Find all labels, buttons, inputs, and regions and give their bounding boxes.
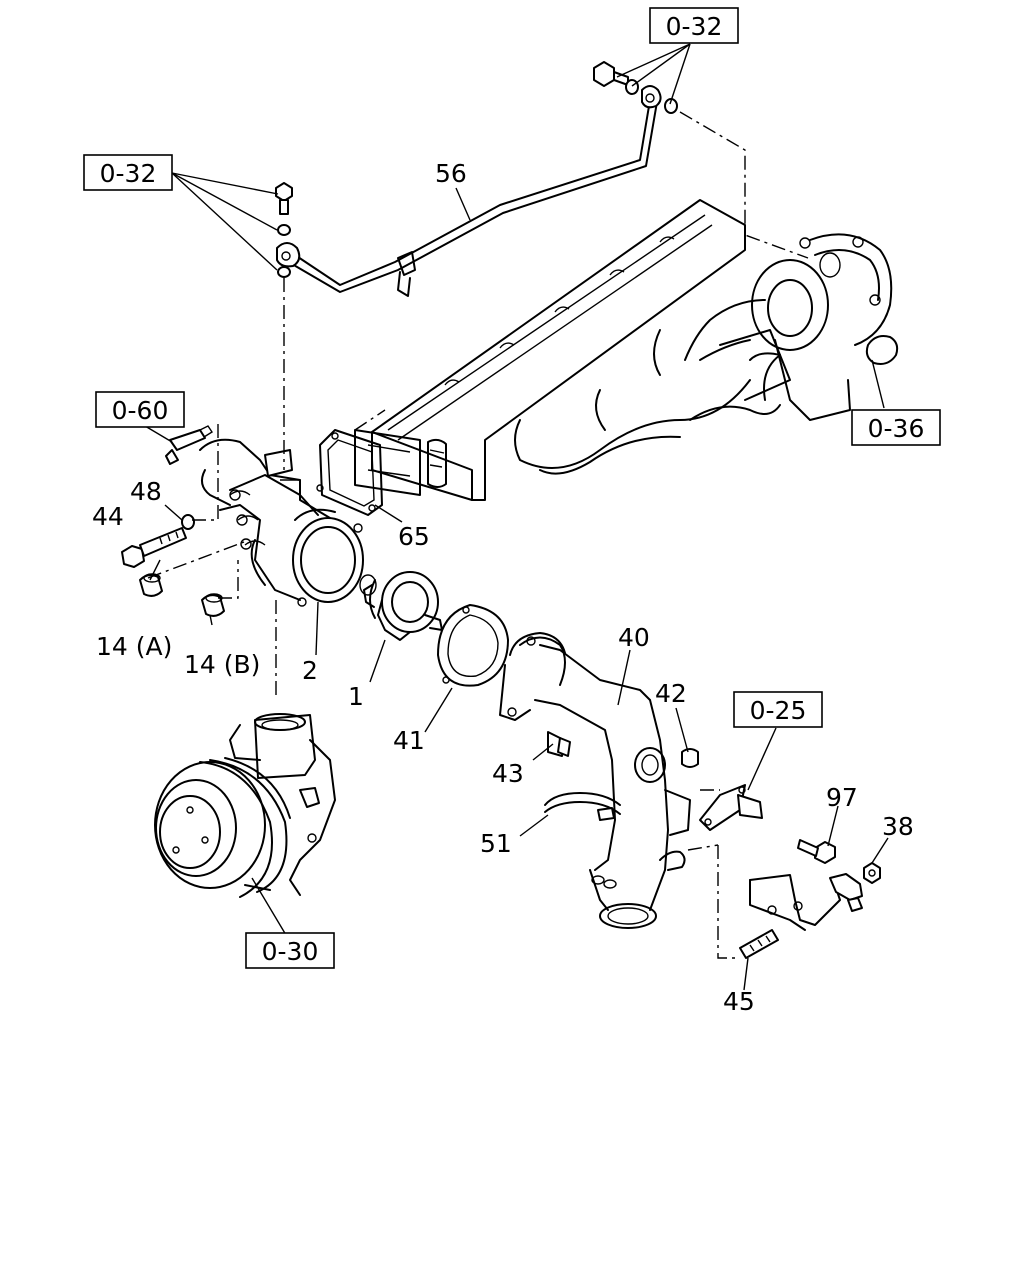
callout-labels: 56 65 48 44 14 (A) 14 (B) 2 1 41 40 42 4…	[92, 159, 914, 1016]
callout-2: 2	[302, 656, 318, 685]
callout-56: 56	[435, 159, 467, 188]
callout-65: 65	[398, 522, 430, 551]
callout-42: 42	[655, 679, 687, 708]
callout-14b: 14 (B)	[184, 650, 260, 679]
callout-51: 51	[480, 829, 512, 858]
ref-box-0-25[interactable]: 0-25	[733, 691, 823, 728]
callout-48: 48	[130, 477, 162, 506]
callout-43: 43	[492, 759, 524, 788]
callout-40: 40	[618, 623, 650, 652]
leader-lines	[139, 43, 889, 991]
bracket-drawing	[739, 839, 881, 959]
water-pipe-40-drawing	[499, 632, 763, 929]
ref-box-0-30[interactable]: 0-30	[245, 932, 335, 969]
gasket-41-drawing	[437, 604, 509, 687]
ref-0-32-top-label: 0-32	[666, 12, 723, 41]
reference-boxes: 0-32 0-32 0-60 0-36 0-25 0-30	[83, 7, 941, 969]
callout-44: 44	[92, 502, 124, 531]
callout-38: 38	[882, 812, 914, 841]
thermostat-housing-drawing	[121, 425, 383, 617]
ref-0-60-label: 0-60	[112, 396, 169, 425]
ref-0-36-label: 0-36	[868, 414, 925, 443]
ref-box-0-32-top[interactable]: 0-32	[649, 7, 739, 44]
assembly-lines	[147, 111, 809, 959]
water-pump-drawing	[154, 713, 336, 898]
ref-0-25-label: 0-25	[750, 696, 807, 725]
ref-box-0-32-left[interactable]: 0-32	[83, 154, 173, 191]
ref-box-0-36[interactable]: 0-36	[851, 409, 941, 446]
callout-1: 1	[348, 682, 364, 711]
thermostat-1-drawing	[359, 571, 443, 641]
callout-45: 45	[723, 987, 755, 1016]
oil-pipe-56-drawing	[275, 61, 678, 297]
callout-14a: 14 (A)	[96, 632, 172, 661]
ref-0-30-label: 0-30	[262, 937, 319, 966]
callout-97: 97	[826, 783, 858, 812]
exhaust-manifold-drawing	[354, 199, 899, 501]
ref-box-0-60[interactable]: 0-60	[95, 391, 185, 428]
ref-0-32-left-label: 0-32	[100, 159, 157, 188]
callout-41: 41	[393, 726, 425, 755]
